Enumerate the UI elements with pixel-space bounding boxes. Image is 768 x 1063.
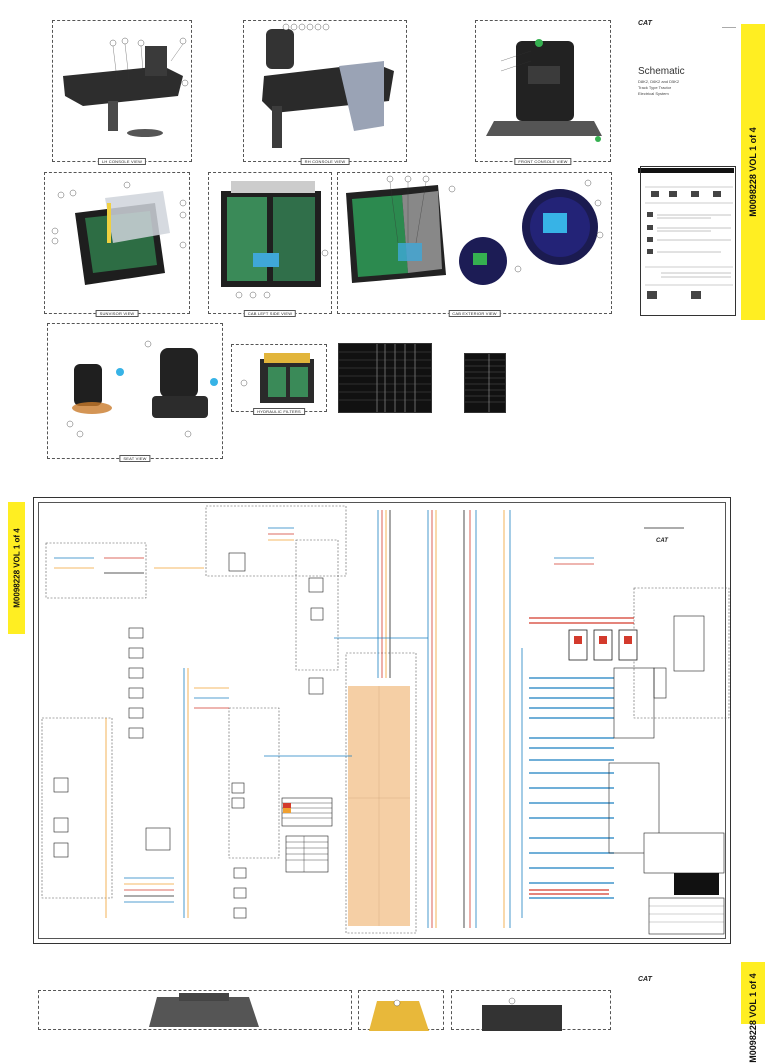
rh-console-drawing [262, 23, 394, 148]
title-block: CAT Schematic D8K2, D6K2 and D5K2 Track … [636, 18, 740, 318]
caption-front-console: FRONT CONSOLE VIEW [514, 158, 572, 165]
next-sheet-cat-logo: CAT [638, 976, 652, 983]
next-sheet-preview: CAT M0098228 VOL 1 of 4 [0, 960, 768, 1062]
lh-console-view: LH CONSOLE VIEW [52, 20, 192, 165]
wiring-diagram [41, 505, 730, 935]
connector-table-1-grid [339, 344, 431, 412]
component-locator-sheet: LH CONSOLE VIEW RH CONSOLE VIEW FR [0, 0, 768, 470]
side-tab-bottom: M0098228 VOL 1 of 4 [741, 962, 765, 1062]
cab-left-side-view: CAB LEFT SIDE VIEW [208, 172, 332, 317]
next-sheet-view-1 [38, 990, 352, 1030]
caption-cab-left-side: CAB LEFT SIDE VIEW [243, 310, 297, 317]
caption-cab-exterior: CAB EXTERIOR VIEW [448, 310, 501, 317]
schematic-subtitle-2: Track Type Tractor [638, 85, 672, 90]
cab-left-side-drawing [221, 181, 329, 299]
connector-table-2 [464, 353, 506, 413]
caption-hydraulic-filters: HYDRAULIC FILTERS [253, 408, 305, 415]
sunvisor-view: SUNVISOR VIEW [44, 172, 190, 317]
lh-console-drawing [63, 37, 189, 137]
connector-table-1 [338, 343, 432, 413]
rh-console-view: RH CONSOLE VIEW [243, 20, 407, 165]
side-tab-middle: M0098228 VOL 1 of 4 [8, 502, 25, 634]
seat-drawing [66, 340, 218, 438]
next-sheet-view-1-drawing [149, 993, 259, 1027]
doc-meta [722, 21, 736, 28]
next-sheet-view-2 [358, 990, 444, 1031]
schematic-cat-logo: CAT [656, 538, 668, 544]
next-sheet-view-3-drawing [482, 997, 562, 1031]
next-sheet-view-2-drawing [369, 999, 429, 1031]
front-console-view: FRONT CONSOLE VIEW [475, 20, 611, 165]
schematic-subtitle-3: Electrical System [638, 91, 669, 96]
next-sheet-view-3 [451, 990, 611, 1031]
schematic-title: Schematic [638, 66, 685, 77]
cat-logo: CAT [638, 20, 652, 27]
schematic-subtitle-1: D8K2, D6K2 and D5K2 [638, 79, 680, 84]
schematic-sheet: CAT [33, 497, 731, 944]
hydraulic-filters-drawing [240, 353, 314, 403]
side-tab-top: M0098228 VOL 1 of 4 [741, 24, 765, 320]
caption-sunvisor: SUNVISOR VIEW [95, 310, 139, 317]
caption-lh-console: LH CONSOLE VIEW [97, 158, 147, 165]
side-tab-middle-code: M0098228 VOL 1 of 4 [12, 528, 21, 608]
caption-rh-console: RH CONSOLE VIEW [300, 158, 350, 165]
seat-view: SEAT VIEW [47, 323, 223, 462]
symbol-legend-panel [640, 166, 736, 316]
legend-symbols [645, 186, 733, 299]
sunvisor-drawing [51, 181, 187, 285]
side-tab-top-code: M0098228 VOL 1 of 4 [748, 127, 758, 217]
schematic-inner-border [38, 502, 726, 939]
cab-exterior-view: CAB EXTERIOR VIEW [337, 172, 612, 317]
side-tab-bottom-code: M0098228 VOL 1 of 4 [748, 973, 758, 1063]
cab-exterior-drawing [346, 175, 604, 285]
title-rule [638, 168, 734, 173]
connector-table-2-grid [465, 354, 505, 412]
caption-seat: SEAT VIEW [119, 455, 151, 462]
hydraulic-filters-view: HYDRAULIC FILTERS [231, 344, 327, 415]
front-console-drawing [486, 39, 602, 142]
